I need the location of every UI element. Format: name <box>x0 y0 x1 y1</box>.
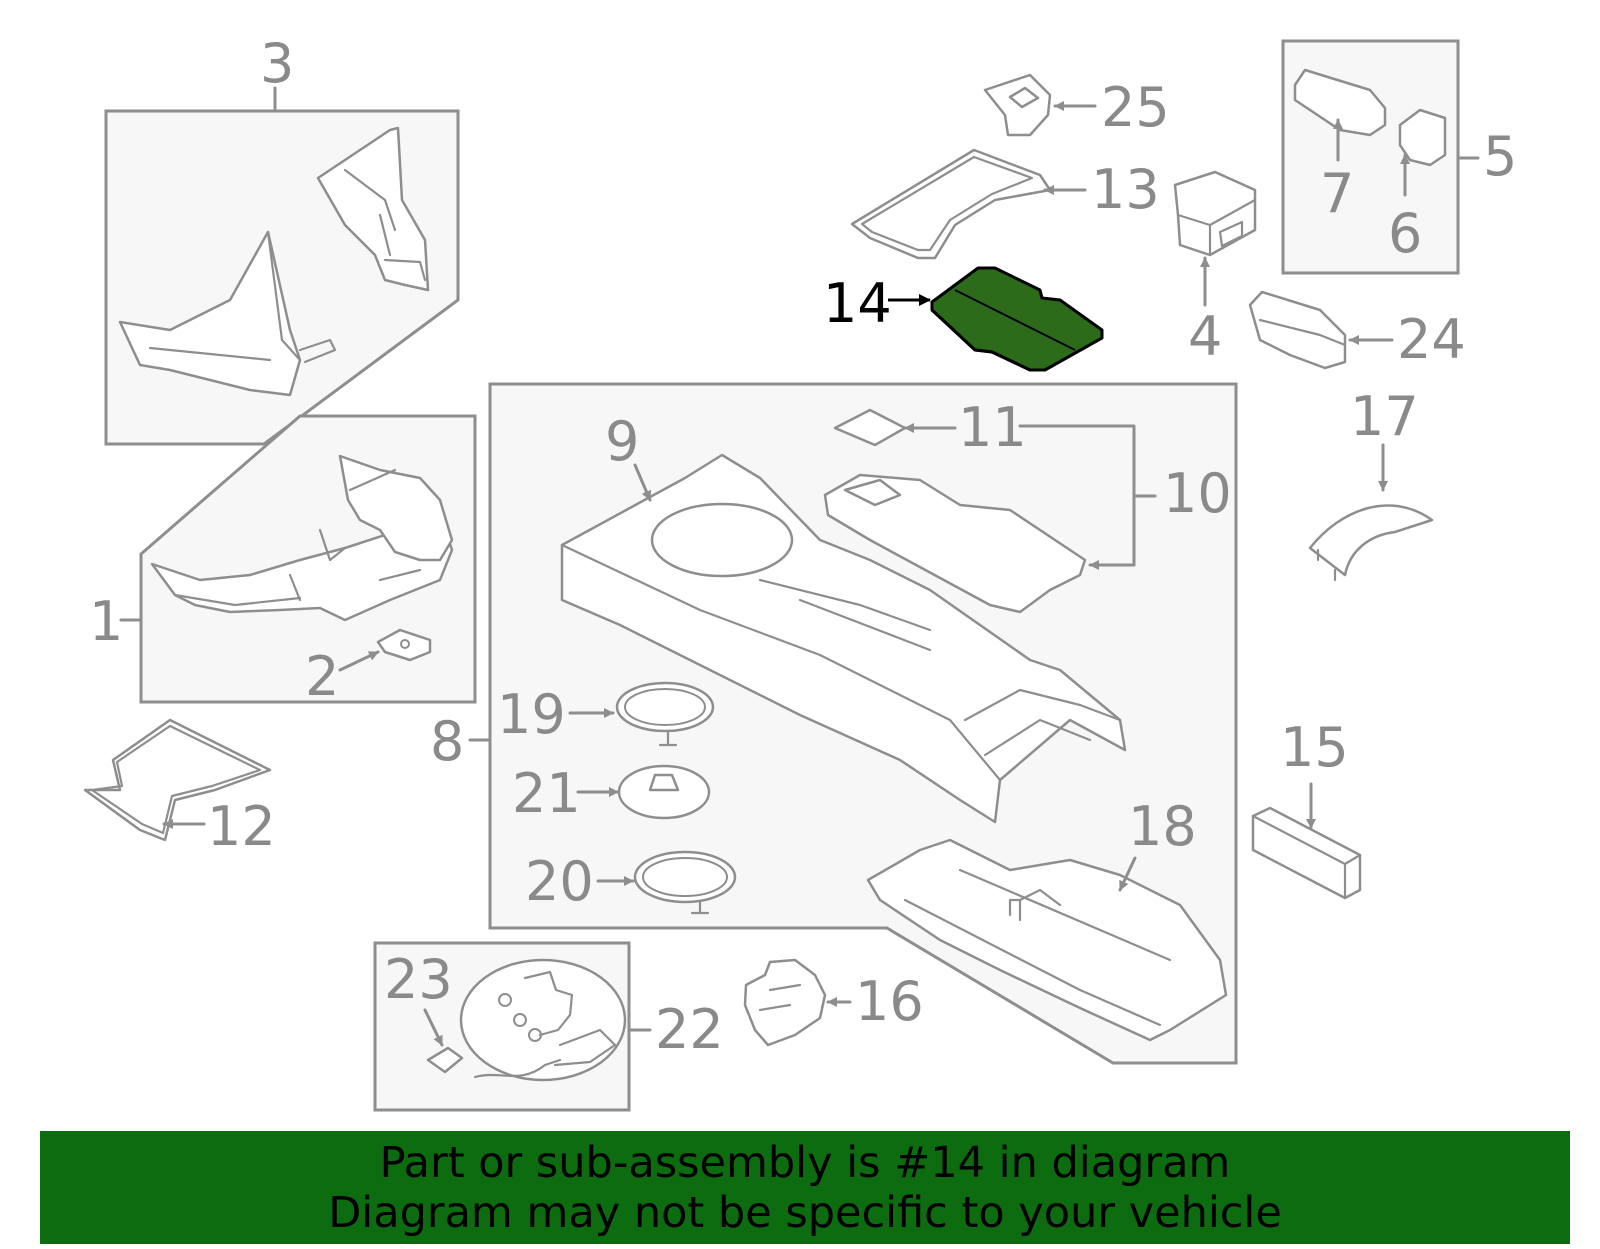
callout-2: 2 <box>305 645 339 708</box>
callout-17: 17 <box>1350 385 1419 448</box>
callout-11: 11 <box>958 396 1027 459</box>
callout-24: 24 <box>1397 308 1466 371</box>
callout-22: 22 <box>655 998 724 1061</box>
callout-6: 6 <box>1388 202 1422 265</box>
part-group-8[interactable] <box>468 382 1238 1065</box>
callout-1: 1 <box>89 590 123 653</box>
callout-5: 5 <box>1483 125 1517 188</box>
part-24[interactable] <box>1248 290 1394 370</box>
part-14-highlighted[interactable] <box>888 266 1104 372</box>
callout-21: 21 <box>512 762 581 825</box>
banner-line-1: Part or sub-assembly is #14 in diagram <box>379 1137 1231 1188</box>
callout-16: 16 <box>855 970 924 1033</box>
callout-25: 25 <box>1101 76 1170 139</box>
callout-13: 13 <box>1091 158 1160 221</box>
callout-14: 14 <box>823 272 892 335</box>
part-17[interactable] <box>1308 443 1434 582</box>
part-group-1[interactable] <box>119 414 477 704</box>
callout-23: 23 <box>384 948 453 1011</box>
part-group-3[interactable] <box>104 86 460 446</box>
callout-20: 20 <box>525 850 594 913</box>
banner-line-2: Diagram may not be specific to your vehi… <box>328 1187 1282 1238</box>
part-15[interactable] <box>1251 782 1362 900</box>
callout-19: 19 <box>497 683 566 746</box>
callout-8: 8 <box>430 710 464 773</box>
callout-12: 12 <box>207 795 276 858</box>
callout-15: 15 <box>1280 716 1349 779</box>
part-group-22[interactable] <box>373 941 652 1112</box>
part-16[interactable] <box>743 958 852 1047</box>
callout-3: 3 <box>260 32 294 95</box>
info-banner: Part or sub-assembly is #14 in diagram D… <box>40 1131 1570 1244</box>
callout-9: 9 <box>605 410 639 473</box>
part-12[interactable] <box>83 718 272 842</box>
callout-18: 18 <box>1128 795 1197 858</box>
part-4[interactable] <box>1173 170 1257 307</box>
callout-7: 7 <box>1320 162 1354 225</box>
part-group-5[interactable] <box>1281 39 1480 275</box>
callout-10: 10 <box>1163 462 1232 525</box>
part-25[interactable] <box>983 73 1097 137</box>
callout-4: 4 <box>1188 305 1222 368</box>
part-13[interactable] <box>850 148 1087 260</box>
